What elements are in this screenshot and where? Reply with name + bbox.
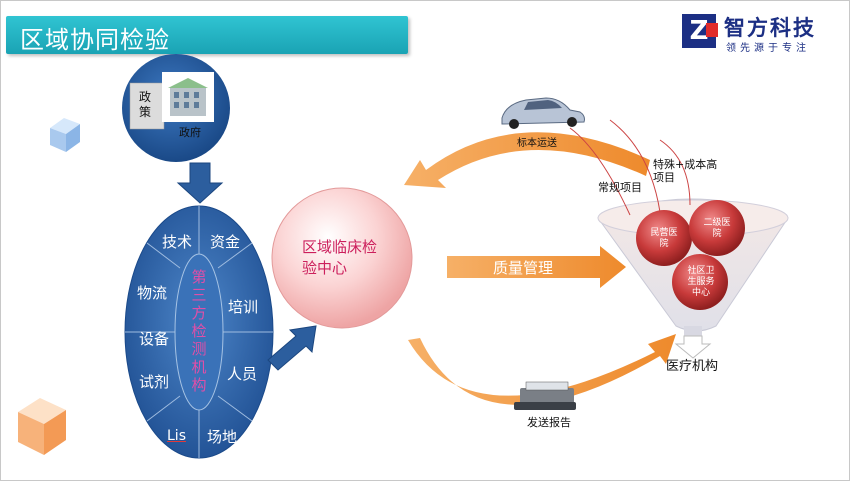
send-report-label: 发送报告 bbox=[527, 416, 571, 429]
logo-icon: Z bbox=[682, 14, 718, 48]
policy-card bbox=[129, 82, 165, 130]
gov-down-arrow bbox=[176, 162, 224, 204]
title-bar: 区域协同检验 bbox=[6, 16, 408, 54]
secondary-hospital-label: 二级医院 bbox=[703, 218, 731, 239]
lab-center-label: 区域临床检验中心 bbox=[302, 238, 378, 277]
segment-training: 培训 bbox=[228, 298, 259, 316]
bottom-report-arrow bbox=[408, 334, 676, 405]
segment-logistics: 物流 bbox=[137, 284, 168, 302]
specimen-transport-label: 标本运送 bbox=[517, 138, 557, 149]
sphere-secondary-hospital bbox=[689, 200, 745, 256]
segment-reagent: 试剂 bbox=[139, 373, 170, 391]
third-party-oval bbox=[124, 205, 274, 459]
special-cost-items-label: 特殊+成本高项目 bbox=[653, 158, 718, 184]
return-lines bbox=[569, 119, 691, 216]
community-center-label: 社区卫生服务中心 bbox=[687, 266, 715, 298]
decor-cube-blue bbox=[50, 118, 80, 152]
third-party-center-label: 第三方检测机构 bbox=[191, 268, 207, 394]
decor-cube-orange bbox=[18, 398, 66, 455]
third-party-core bbox=[174, 253, 224, 411]
logo-name: 智方科技 bbox=[724, 16, 816, 40]
segment-site: 场地 bbox=[207, 428, 238, 446]
segment-equipment: 设备 bbox=[139, 330, 170, 348]
quality-management-arrow bbox=[447, 246, 626, 288]
segment-lis: Lis bbox=[167, 428, 186, 444]
medical-institution-label: 医疗机构 bbox=[666, 359, 719, 374]
car-icon bbox=[501, 97, 585, 129]
funnel-down-arrow bbox=[674, 335, 712, 359]
sphere-community-center bbox=[672, 254, 728, 310]
lab-center-circle bbox=[271, 187, 413, 329]
segment-funds: 资金 bbox=[210, 233, 241, 251]
quality-management-label: 质量管理 bbox=[493, 259, 554, 277]
company-logo: Z 智方科技 领先源于专注 bbox=[682, 10, 842, 56]
segment-tech: 技术 bbox=[162, 233, 193, 251]
government-label: 政府 bbox=[179, 126, 201, 139]
policy-label: 政策 bbox=[139, 90, 152, 119]
logo-mark-letter: Z bbox=[689, 16, 709, 46]
logo-slogan: 领先源于专注 bbox=[726, 43, 810, 54]
sphere-private-hospital bbox=[636, 210, 692, 266]
oval-to-lab-arrow bbox=[267, 325, 317, 371]
printer-icon bbox=[514, 381, 576, 410]
private-hospital-label: 民营医院 bbox=[650, 228, 678, 249]
segment-personnel: 人员 bbox=[227, 365, 258, 383]
government-node bbox=[122, 54, 230, 162]
routine-items-label: 常规项目 bbox=[598, 181, 642, 194]
page-title: 区域协同检验 bbox=[20, 26, 170, 54]
funnel bbox=[597, 198, 789, 359]
